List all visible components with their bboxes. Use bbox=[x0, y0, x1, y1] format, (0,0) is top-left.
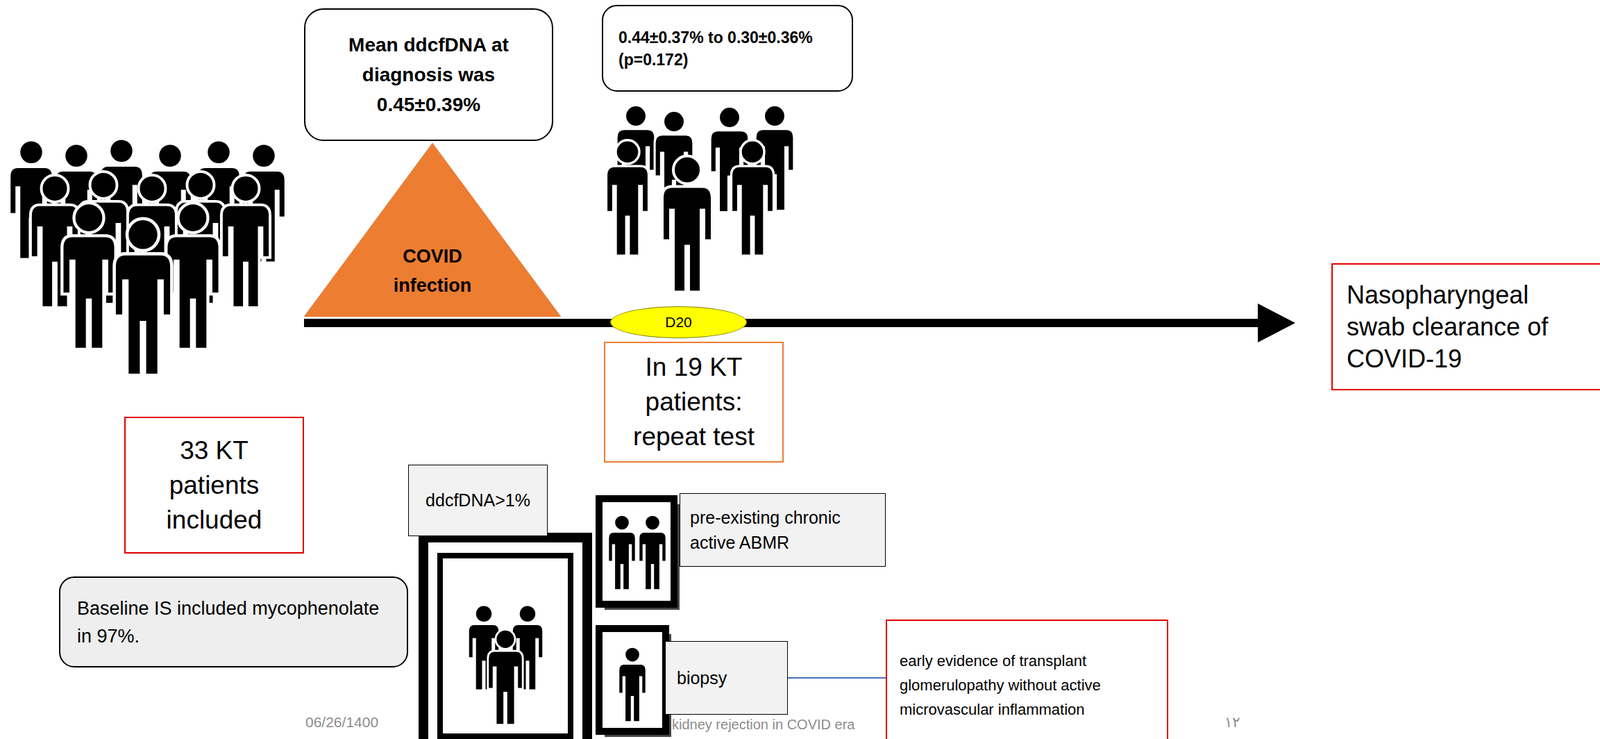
crowd-left bbox=[9, 138, 286, 375]
day-marker: D20 bbox=[610, 306, 747, 339]
result-box: 0.44±0.37% to 0.30±0.36% (p=0.172) bbox=[601, 4, 854, 92]
date-footer: 06/26/1400 bbox=[305, 713, 379, 731]
node-text: 33 KT patients included bbox=[133, 433, 295, 538]
node-text: COVID infection bbox=[366, 241, 499, 300]
node-text: 0.44±0.37% to 0.30±0.36% (p=0.172) bbox=[618, 26, 837, 71]
page-number: ۱۲ bbox=[1224, 713, 1241, 731]
summary-box: Mean ddcfDNA at diagnosis was 0.45±0.39% bbox=[304, 8, 554, 141]
node-text: D20 bbox=[664, 313, 693, 331]
biopsy-result-box: early evidence of transplant glomerulopa… bbox=[885, 619, 1169, 739]
node-text: Baseline IS included mycophenolate in 97… bbox=[77, 594, 391, 650]
text-group: D20 bbox=[664, 313, 693, 331]
text-group: ddcfDNA>1% bbox=[425, 490, 531, 511]
node-text: Nasopharyngeal swab clearance of COVID-1… bbox=[1346, 279, 1591, 375]
node-text: early evidence of transplant glomerulopa… bbox=[899, 648, 1155, 722]
node-text: biopsy bbox=[676, 667, 727, 688]
text-group: COVID infection bbox=[366, 241, 499, 300]
endpoint-box: Nasopharyngeal swab clearance of COVID-1… bbox=[1331, 263, 1600, 391]
node-text: In 19 KT patients: repeat test bbox=[613, 349, 774, 454]
text-group: early evidence of transplant glomerulopa… bbox=[899, 648, 1155, 722]
repeat-test-box: In 19 KT patients: repeat test bbox=[603, 341, 784, 463]
biopsy-box: biopsy bbox=[664, 640, 788, 715]
single-frame-icon bbox=[599, 628, 672, 737]
note-box: Baseline IS included mycophenolate in 97… bbox=[59, 576, 409, 668]
cohort-box: 33 KT patients included bbox=[124, 416, 305, 554]
text-group: Mean ddcfDNA at diagnosis was 0.45±0.39% bbox=[316, 29, 541, 120]
text-group: Baseline IS included mycophenolate in 97… bbox=[77, 594, 391, 650]
threshold-box: ddcfDNA>1% bbox=[408, 464, 548, 536]
text-group: 0.44±0.37% to 0.30±0.36% (p=0.172) bbox=[618, 26, 837, 71]
finding-box: pre-existing chronic active ABMR bbox=[679, 492, 886, 567]
crowd-middle bbox=[605, 105, 795, 293]
node-text: Mean ddcfDNA at diagnosis was 0.45±0.39% bbox=[316, 29, 541, 120]
text-group: biopsy bbox=[676, 667, 727, 688]
text-group: pre-existing chronic active ABMR bbox=[689, 504, 876, 555]
node-text: pre-existing chronic active ABMR bbox=[689, 504, 876, 555]
text-group: In 19 KT patients: repeat test bbox=[613, 349, 774, 454]
text-group: Nasopharyngeal swab clearance of COVID-1… bbox=[1346, 279, 1591, 375]
title-footer: kidney rejection in COVID era bbox=[671, 716, 855, 733]
group-frame-icon bbox=[423, 537, 588, 739]
leader-connector bbox=[787, 677, 886, 679]
text-group: 33 KT patients included bbox=[133, 433, 295, 538]
pair-frame-icon bbox=[599, 498, 680, 610]
event-triangle: COVID infection bbox=[304, 142, 561, 317]
node-text: ddcfDNA>1% bbox=[425, 490, 531, 511]
